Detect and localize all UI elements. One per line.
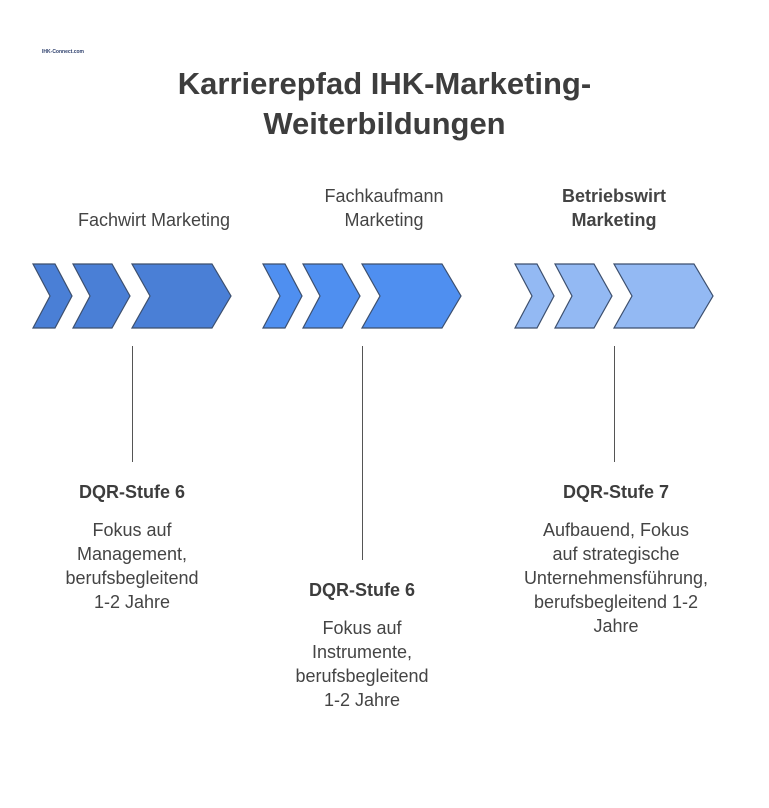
stage-2-chevron-small	[262, 263, 303, 329]
info-level-1: DQR-Stufe 6	[78, 482, 185, 502]
page-title: Karrierepfad IHK-Marketing- Weiterbildun…	[0, 64, 769, 144]
title-line-1: Karrierepfad IHK-Marketing-	[177, 66, 592, 101]
logo-text: IHK-Connect.com	[42, 48, 84, 55]
stage-2-chevron-group	[262, 263, 462, 329]
info-description-3: Aufbauend, Fokus auf strategische Untern…	[523, 520, 709, 636]
stage-1-chevron-large	[130, 263, 232, 329]
logo: IHK-Connect.com	[40, 44, 84, 60]
info-description-2: Fokus auf Instrumente, berufsbegleitend …	[295, 618, 429, 710]
info-block-2: DQR-Stufe 6 Fokus auf Instrumente, beruf…	[252, 578, 472, 712]
stage-label-betriebswirt: Betriebswirt Marketing	[561, 186, 667, 230]
title-line-2: Weiterbildungen	[263, 106, 506, 141]
info-level-3: DQR-Stufe 7	[562, 482, 669, 502]
stage-3-chevron-medium	[554, 263, 613, 329]
connector-line-2	[362, 346, 363, 560]
info-block-1: DQR-Stufe 6 Fokus auf Management, berufs…	[22, 480, 242, 614]
stage-2-chevron-large	[360, 263, 462, 329]
stage-3-chevron-small	[514, 263, 555, 329]
stage-1-chevron-group	[32, 263, 232, 329]
connector-line-3	[614, 346, 615, 462]
stage-1-chevron-medium	[72, 263, 131, 329]
info-description-1: Fokus auf Management, berufsbegleitend 1…	[65, 520, 199, 612]
stage-3-chevron-large	[612, 263, 714, 329]
stage-2-chevron-medium	[302, 263, 361, 329]
stage-1-chevron-small	[32, 263, 73, 329]
info-level-2: DQR-Stufe 6	[308, 580, 415, 600]
connector-line-1	[132, 346, 133, 462]
stage-label-fachwirt: Fachwirt Marketing	[77, 210, 231, 230]
stage-label-fachkaufmann: Fachkaufmann Marketing	[324, 186, 444, 230]
career-path-chevrons	[32, 263, 714, 329]
info-block-3: DQR-Stufe 7 Aufbauend, Fokus auf strateg…	[486, 480, 746, 638]
stage-3-chevron-group	[514, 263, 714, 329]
